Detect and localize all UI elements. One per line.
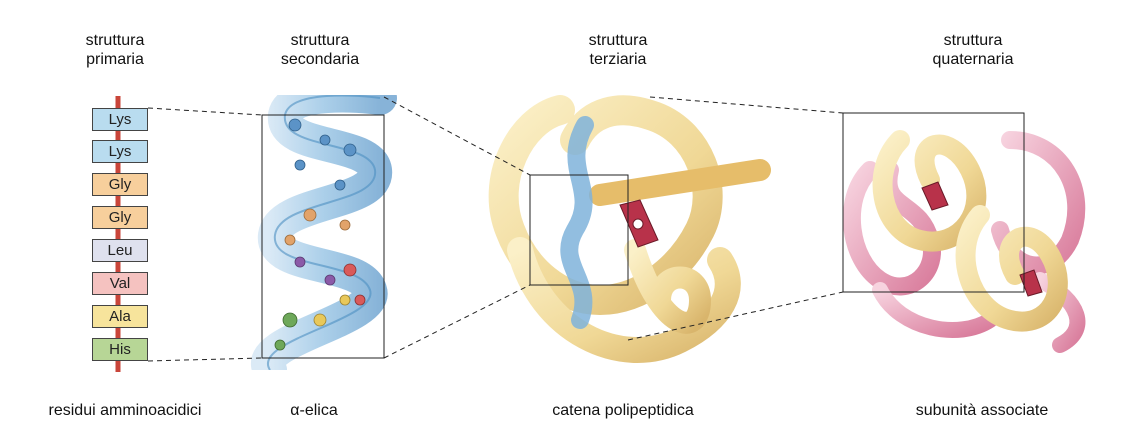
quaternary-subunits-illustration xyxy=(842,112,1086,353)
title-quaternary-line1: struttura xyxy=(943,32,1003,49)
residue-label: Ala xyxy=(109,308,131,325)
residue-label: Lys xyxy=(108,143,132,160)
caption-quaternary: subunità associate xyxy=(915,402,1049,419)
residue-label: Lys xyxy=(108,111,132,128)
residue-label: Leu xyxy=(107,242,133,259)
title-primary-line2: primaria xyxy=(86,51,144,68)
residue-box: Ala xyxy=(92,305,148,328)
tertiary-chain-illustration xyxy=(488,95,771,363)
residue-label: Gly xyxy=(108,176,132,193)
caption-primary: residui amminoacidici xyxy=(48,402,202,419)
residue-label: Val xyxy=(109,275,131,292)
title-primary-line1: struttura xyxy=(85,32,145,49)
residue-box: His xyxy=(92,338,148,361)
title-tertiary: struttura terziaria xyxy=(538,31,698,69)
title-quaternary: struttura quaternaria xyxy=(893,31,1053,69)
caption-tertiary: catena polipeptidica xyxy=(552,402,694,419)
title-secondary: struttura secondaria xyxy=(240,31,400,69)
residue-box: Gly xyxy=(92,173,148,196)
residue-box: Leu xyxy=(92,239,148,262)
title-tertiary-line1: struttura xyxy=(588,32,648,49)
residue-box: Lys xyxy=(92,108,148,131)
title-secondary-line2: secondaria xyxy=(280,51,360,68)
residue-label: His xyxy=(109,341,131,358)
residue-box: Gly xyxy=(92,206,148,229)
caption-secondary: α-elica xyxy=(290,402,338,419)
title-tertiary-line2: terziaria xyxy=(589,51,647,68)
residue-label: Gly xyxy=(108,209,132,226)
title-primary: struttura primaria xyxy=(35,31,195,69)
residue-box: Val xyxy=(92,272,148,295)
residue-box: Lys xyxy=(92,140,148,163)
zoom-connectors xyxy=(147,96,844,362)
title-secondary-line1: struttura xyxy=(290,32,350,49)
alpha-helix-illustration xyxy=(251,95,397,370)
title-quaternary-line2: quaternaria xyxy=(932,51,1014,68)
